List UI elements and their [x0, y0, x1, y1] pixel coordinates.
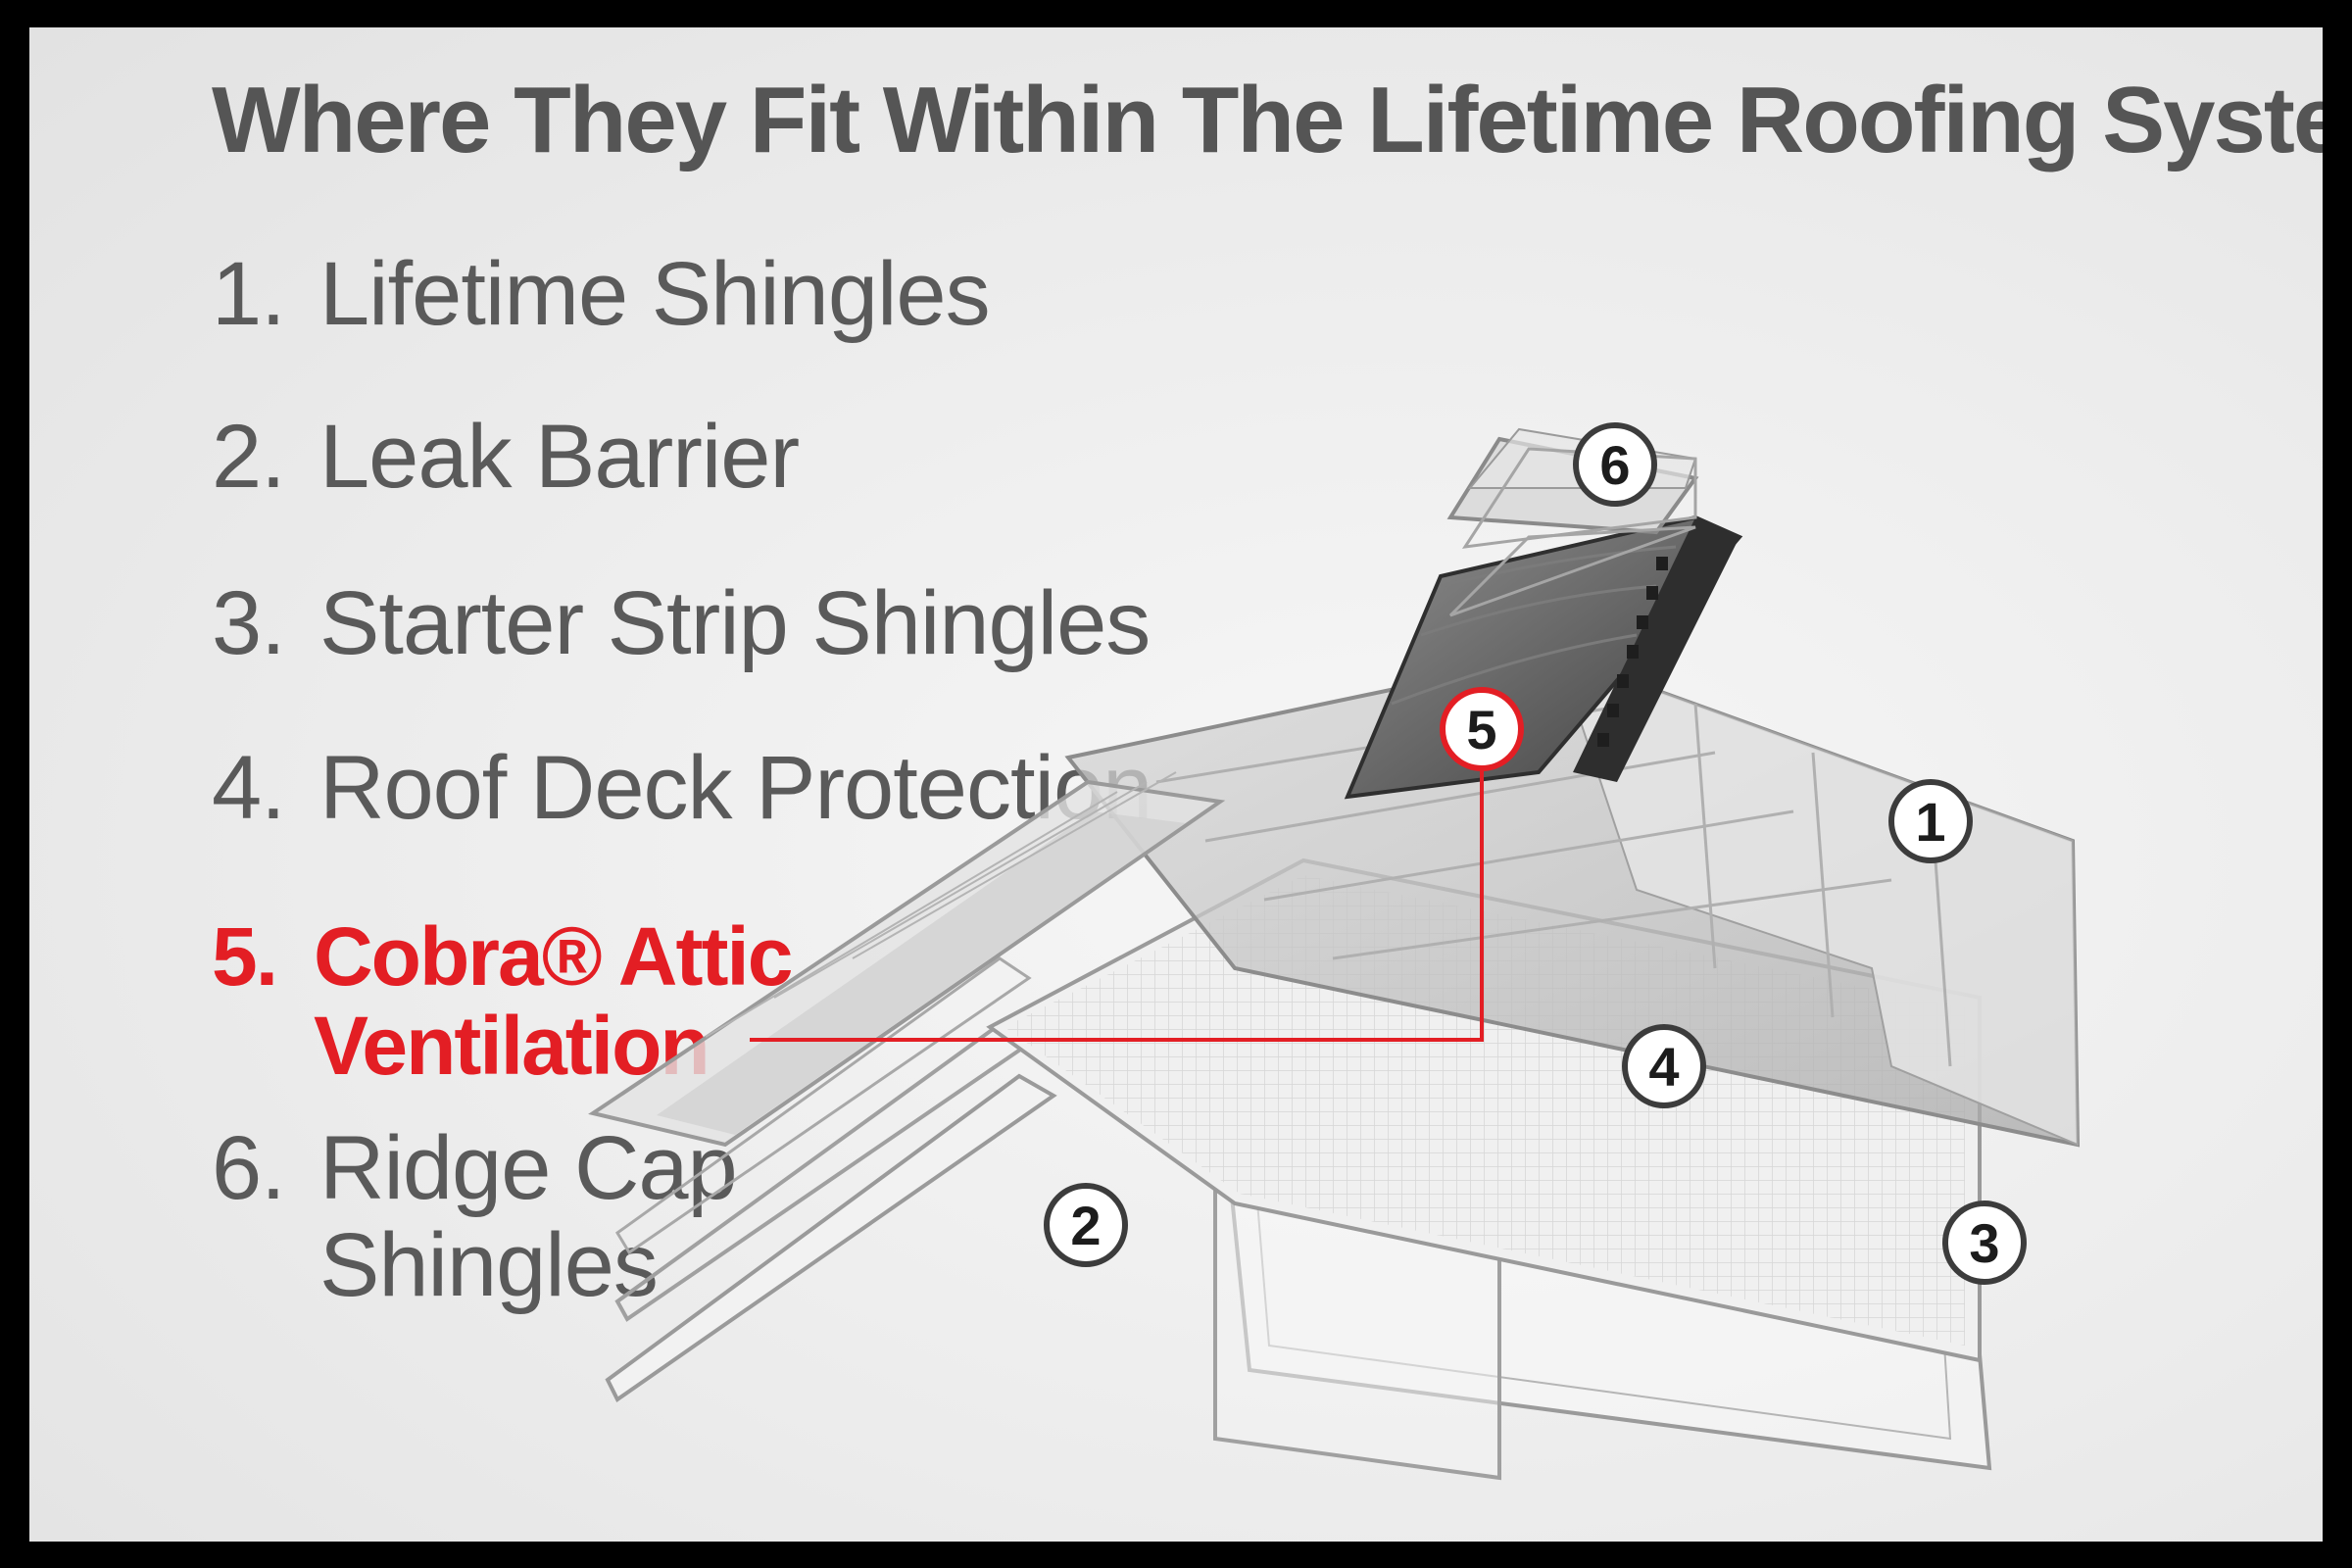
legend-label: Roof Deck Protection: [319, 738, 1152, 838]
legend-number: 1.: [212, 244, 286, 344]
badge-6: 6: [1573, 422, 1657, 507]
legend-label-line1: Cobra® Attic: [314, 910, 793, 1003]
legend-number: 3.: [212, 573, 286, 673]
legend-label-line1: Ridge Cap: [319, 1118, 738, 1218]
legend-label: Lifetime Shingles: [319, 244, 991, 344]
svg-text:2: 2: [1070, 1195, 1101, 1256]
left-shingle-slope: [588, 771, 1226, 1148]
badge-4: 4: [1622, 1024, 1706, 1108]
legend-item-5-highlighted: 5. Cobra® Attic Ventilation: [212, 909, 793, 1092]
legend-number: 2.: [212, 407, 286, 507]
svg-text:3: 3: [1969, 1212, 1999, 1274]
roof-exploded-diagram: 6 5 1 4 2 3: [588, 422, 2081, 1481]
legend-item-4: 4. Roof Deck Protection: [212, 737, 1152, 840]
badge-5: 5: [1440, 687, 1524, 771]
svg-text:5: 5: [1466, 699, 1496, 760]
badge-1: 1: [1888, 779, 1973, 863]
page-title: Where They Fit Within The Lifetime Roofi…: [212, 68, 2323, 172]
svg-text:4: 4: [1648, 1036, 1679, 1098]
callout-line-5: [750, 767, 1484, 1042]
legend-number: 6.: [212, 1118, 286, 1218]
diagram-panel: Where They Fit Within The Lifetime Roofi…: [29, 27, 2323, 1542]
legend-item-6: 6. Ridge Cap Shingles: [212, 1117, 738, 1315]
svg-text:1: 1: [1915, 791, 1945, 853]
legend-number: 4.: [212, 738, 286, 838]
badge-3: 3: [1942, 1200, 2027, 1285]
legend-label-line2: Shingles: [319, 1215, 659, 1315]
legend-label-line2: Ventilation: [314, 1000, 710, 1092]
legend-label: Starter Strip Shingles: [319, 573, 1151, 673]
legend-number: 5.: [212, 910, 278, 1003]
legend-item-3: 3. Starter Strip Shingles: [212, 572, 1151, 675]
legend-item-2: 2. Leak Barrier: [212, 406, 800, 509]
badge-2: 2: [1044, 1183, 1128, 1267]
svg-text:6: 6: [1599, 434, 1630, 496]
legend-label: Leak Barrier: [319, 407, 800, 507]
legend-item-1: 1. Lifetime Shingles: [212, 243, 991, 346]
